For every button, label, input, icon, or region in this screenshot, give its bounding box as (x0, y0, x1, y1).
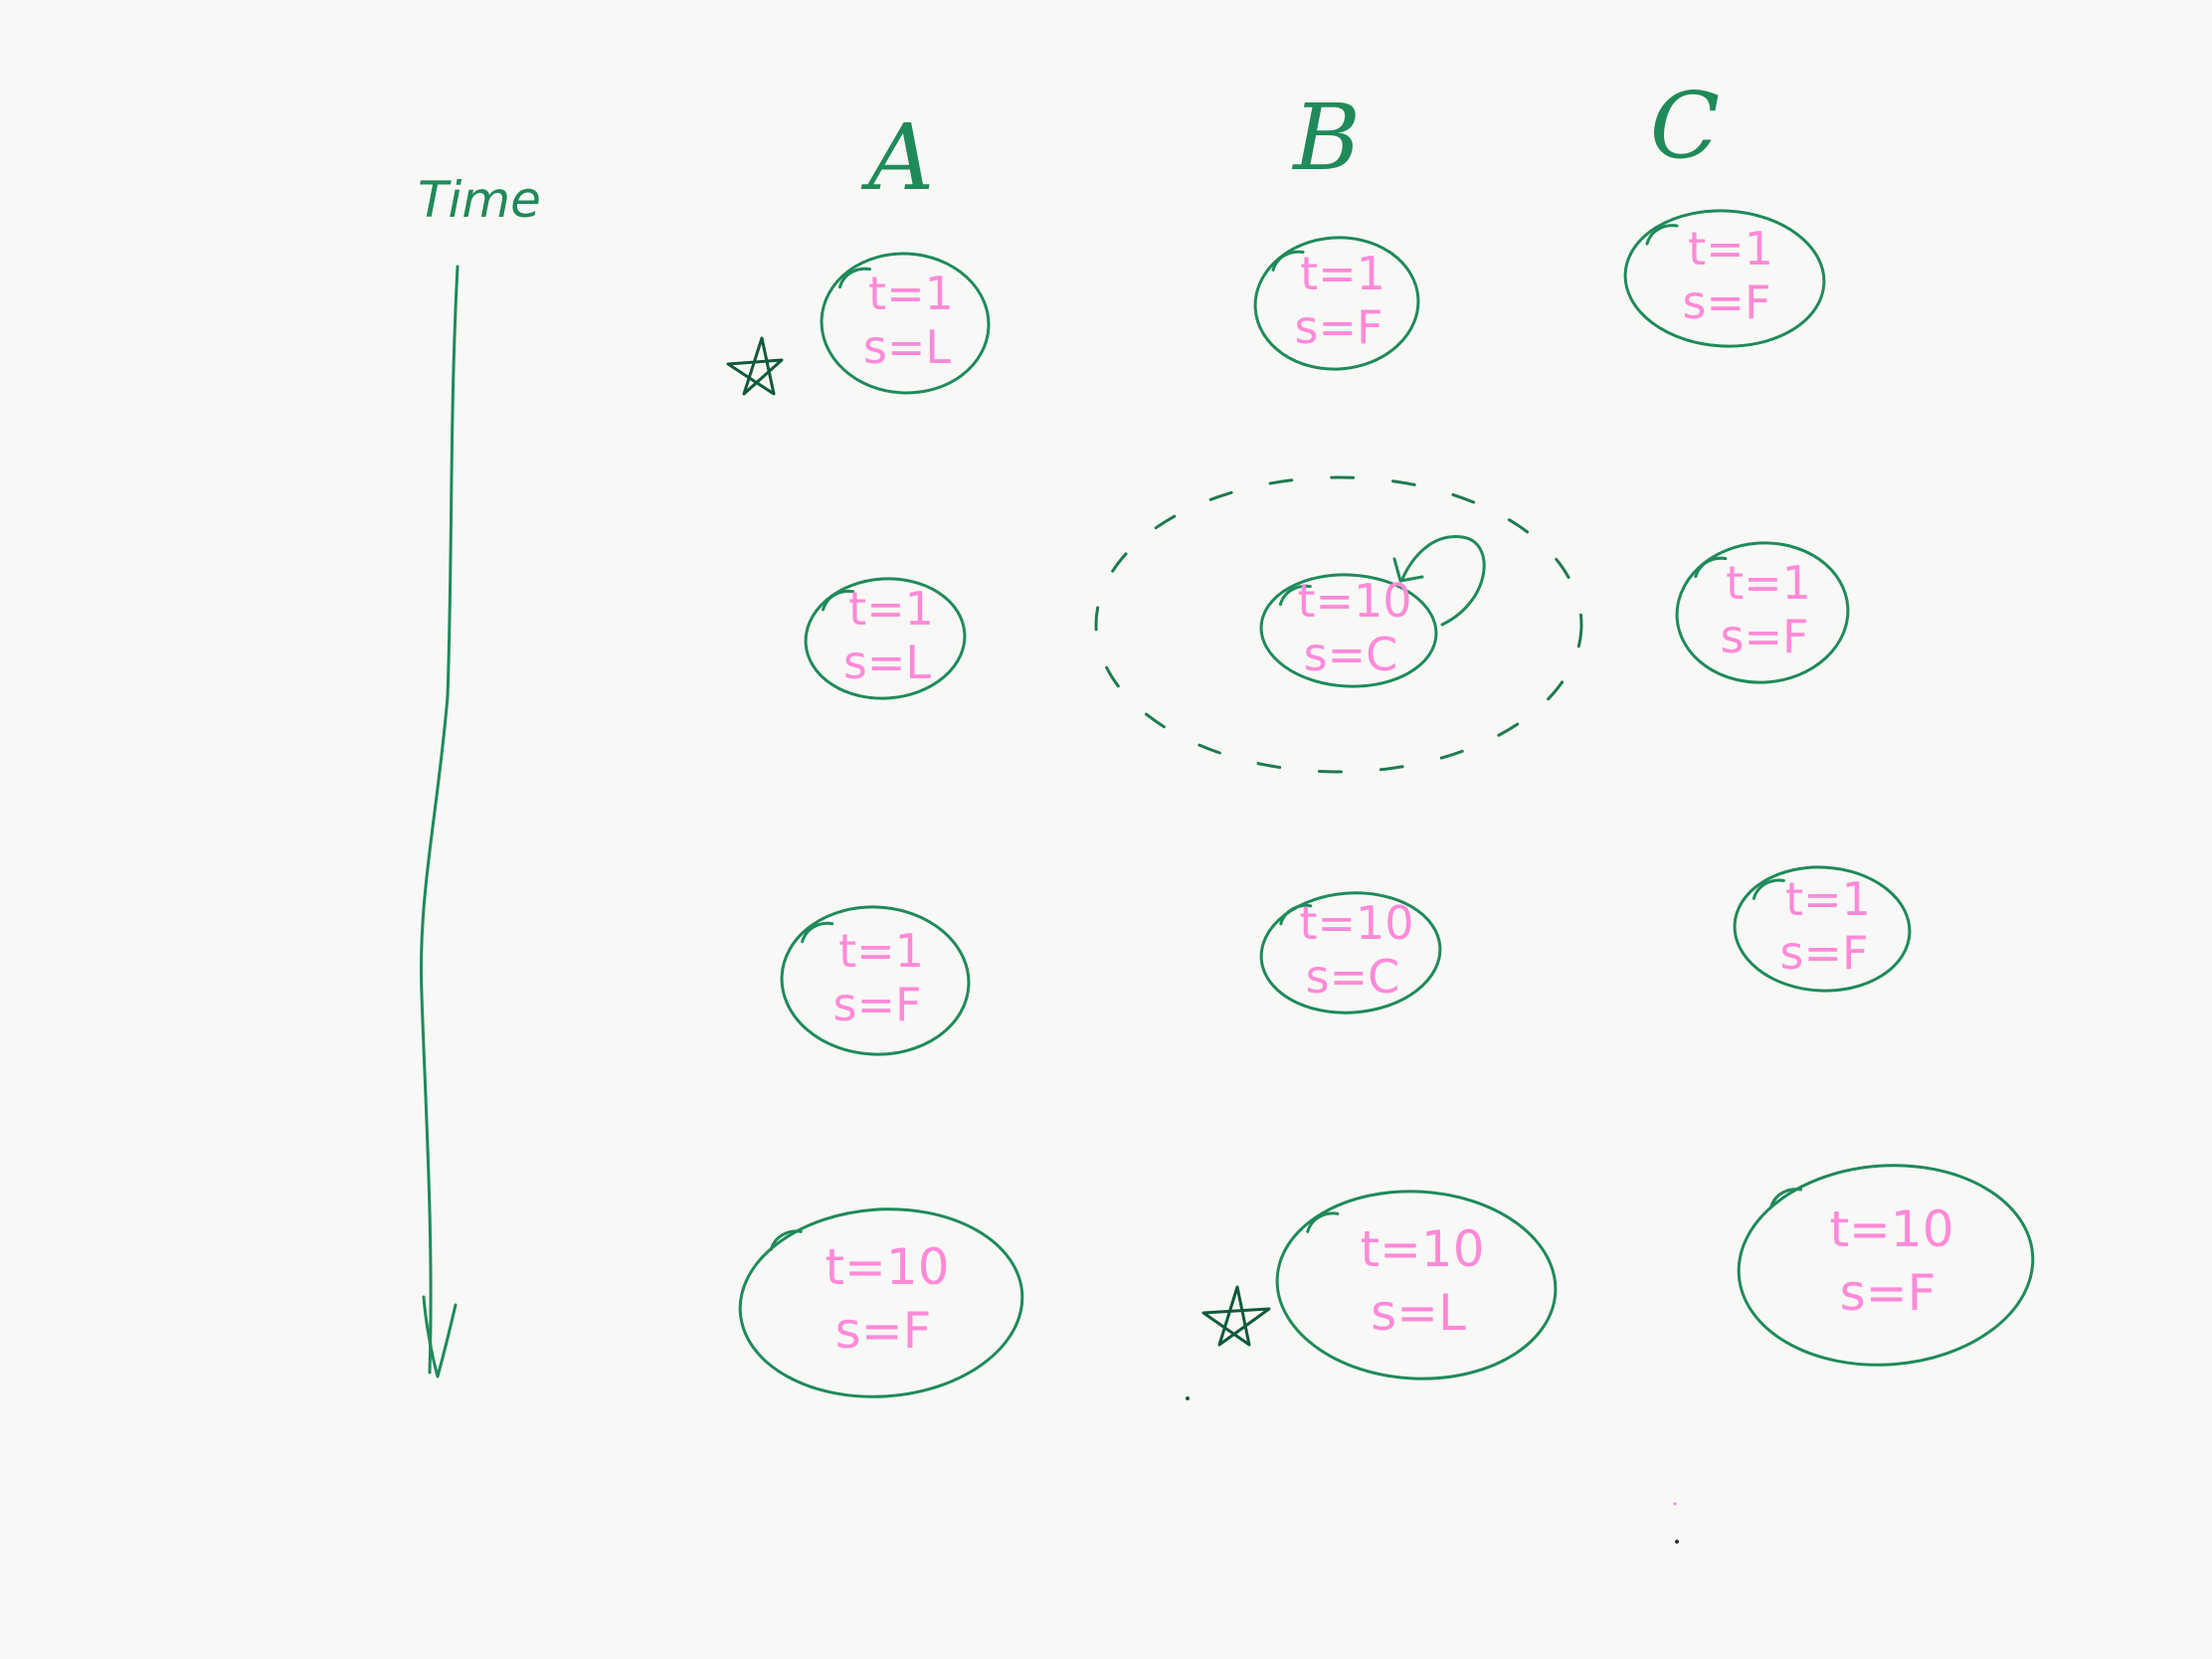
state-value: s=L (863, 320, 952, 374)
time-value: t=10 (1299, 896, 1413, 950)
pen-stroke-start (1306, 1211, 1340, 1233)
pen-stroke-start (837, 267, 871, 289)
state-grid: t=1s=Lt=1s=Ft=1s=Ft=1s=Lt=10s=Ct=1s=Ft=1… (738, 209, 2035, 1398)
time-axis-arrowhead-icon (422, 1295, 458, 1379)
time-value: t=10 (1829, 1200, 1953, 1258)
time-axis-line (420, 265, 460, 1375)
state-bubble-a3: t=1s=F (780, 905, 971, 1056)
bubble-outline (780, 905, 971, 1056)
time-value: t=10 (1360, 1220, 1484, 1278)
state-value: s=F (835, 1302, 932, 1360)
state-bubble-a2: t=1s=L (804, 577, 967, 700)
pen-stroke-start (1645, 224, 1679, 246)
time-value: t=10 (1297, 574, 1411, 628)
bubble-outline (1275, 1190, 1558, 1381)
pen-stroke-start (1694, 556, 1728, 579)
time-label: Time (418, 171, 541, 229)
state-value: s=L (843, 636, 932, 689)
bubble-outline (1259, 573, 1438, 688)
time-value: t=1 (1300, 247, 1385, 300)
state-bubble-b3: t=10s=C (1259, 891, 1442, 1014)
state-value: s=F (1295, 300, 1383, 354)
self-loop-arrow (1400, 535, 1486, 627)
state-value: s=F (833, 978, 922, 1031)
ink-dot (1675, 1540, 1679, 1544)
state-value: s=F (1840, 1264, 1936, 1322)
state-bubble-c1: t=1s=F (1623, 209, 1826, 348)
state-bubble-c4: t=10 s=F (1737, 1164, 2035, 1367)
column-header-c: C (1650, 73, 1720, 179)
state-bubble-a4: t=10 s=F (738, 1207, 1024, 1398)
state-value: s=C (1306, 950, 1400, 1004)
ink-dot (1186, 1396, 1190, 1400)
star-icon-b4 (1201, 1285, 1271, 1347)
bubble-outline (1253, 236, 1420, 371)
state-bubble-b4: t=10 s=L (1275, 1190, 1558, 1381)
time-value: t=1 (838, 924, 924, 978)
column-header-a: A (860, 104, 934, 211)
pen-stroke-start (769, 1229, 803, 1251)
bubble-outline (820, 252, 991, 395)
bubble-outline (1623, 209, 1826, 348)
time-value: t=1 (848, 582, 934, 636)
pen-stroke-start (1769, 1188, 1803, 1209)
bubble-outline (804, 577, 967, 700)
state-bubble-a1: t=1s=L (820, 252, 991, 395)
pen-stroke-start (1279, 903, 1313, 926)
time-value: t=1 (1785, 872, 1871, 926)
state-value: s=C (1304, 628, 1398, 681)
bubble-outline (1737, 1164, 2035, 1367)
bubble-outline (738, 1207, 1024, 1398)
time-value: t=1 (868, 267, 954, 320)
state-value: s=F (1683, 276, 1771, 329)
pen-stroke-start (1271, 250, 1305, 272)
state-bubble-c3: t=1s=F (1733, 865, 1912, 993)
self-loop-arrowhead-icon (1392, 557, 1424, 583)
star-icon-a1 (726, 336, 784, 396)
state-value: s=F (1721, 610, 1809, 663)
bubble-outline (1675, 541, 1850, 684)
state-bubble-b2: t=10s=C (1259, 573, 1438, 688)
state-value: s=L (1371, 1284, 1466, 1342)
state-bubble-c2: t=1s=F (1675, 541, 1850, 684)
state-bubble-b1: t=1s=F (1253, 236, 1420, 371)
pen-stroke-start (1278, 584, 1312, 607)
pen-stroke-start (1751, 878, 1785, 900)
time-value: t=10 (825, 1238, 949, 1296)
time-value: t=1 (1726, 556, 1811, 610)
time-value: t=1 (1688, 222, 1773, 276)
highlight-ring-dashed (1094, 475, 1583, 774)
bubble-outline (1733, 865, 1912, 993)
pen-stroke-start (822, 589, 855, 612)
state-value: s=F (1780, 926, 1869, 980)
bubble-outline (1259, 891, 1442, 1014)
column-header-b: B (1291, 85, 1361, 191)
pen-stroke-start (801, 921, 834, 944)
ink-dot (1673, 1502, 1677, 1506)
